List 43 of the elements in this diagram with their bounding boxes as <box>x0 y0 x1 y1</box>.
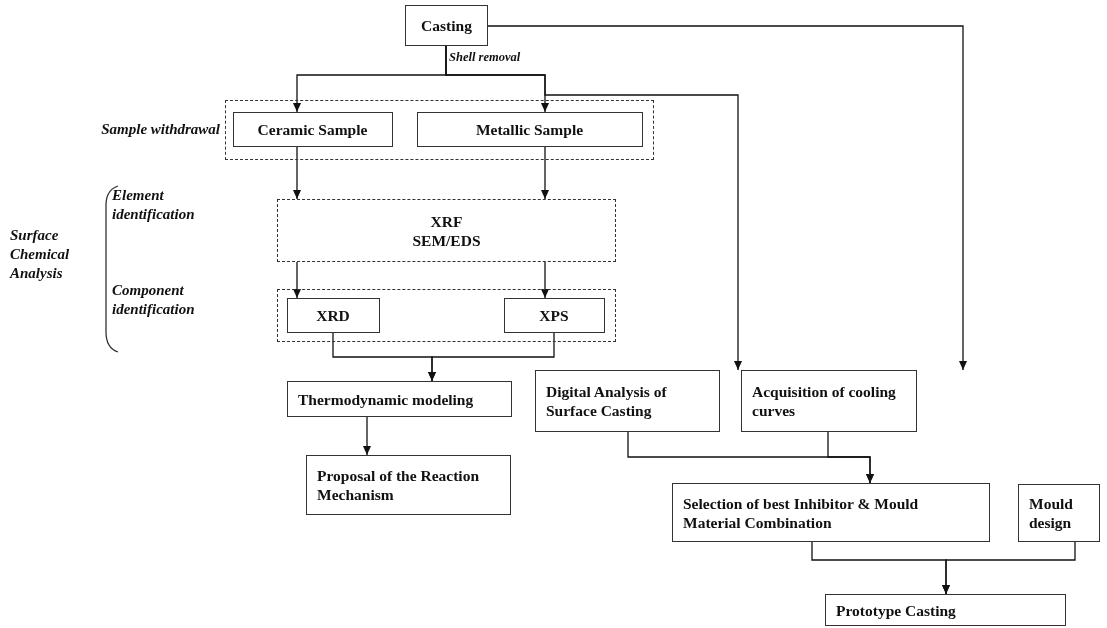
process-box <box>535 370 720 432</box>
process-box <box>741 370 917 432</box>
process-box <box>1018 484 1100 542</box>
node-label: XPS <box>539 305 569 325</box>
arrow <box>363 416 371 456</box>
node-label: Metallic Sample <box>475 119 584 139</box>
node-label: Acquisition of cooling curves <box>752 382 897 420</box>
arrow <box>293 146 301 200</box>
node-label: XRF <box>430 211 463 231</box>
arrow <box>827 431 874 484</box>
group-box <box>277 289 616 342</box>
process-box <box>405 5 488 46</box>
process-box <box>287 381 512 417</box>
group-box <box>277 199 616 262</box>
arrow <box>541 146 549 200</box>
annotation-label: Surface Chemical Analysis <box>10 226 71 283</box>
node-label: Selection of best Inhibitor & Mould Material Combination <box>683 493 920 532</box>
process-box <box>232 111 393 147</box>
annotation-label: Element identification <box>112 186 196 224</box>
node-label: XRD <box>316 305 350 325</box>
process-box <box>286 297 380 333</box>
arrow <box>293 261 301 299</box>
node-label: Thermodynamic modeling <box>298 389 474 409</box>
process-box <box>306 455 511 515</box>
process-box <box>416 111 643 147</box>
arrow <box>541 261 549 299</box>
process-box <box>503 297 605 333</box>
arrow <box>428 332 555 382</box>
process-box <box>825 594 1066 626</box>
group-box <box>225 100 654 160</box>
process-box <box>672 483 990 542</box>
annotation-label: Component identification <box>112 281 196 319</box>
arrow <box>445 45 742 371</box>
node-label: Proposal of the Reaction Mechanism <box>317 466 481 504</box>
node-label: Casting <box>421 16 472 35</box>
annotation-label: Sample withdrawal <box>100 120 220 139</box>
node-label: Mould design <box>1029 494 1074 532</box>
node-label: SEM/EDS <box>412 230 481 250</box>
arrow <box>487 25 967 371</box>
node-label: Digital Analysis of Surface Casting <box>546 382 668 420</box>
node-label: Ceramic Sample <box>257 119 368 139</box>
node-label: Prototype Casting <box>836 600 956 620</box>
arrow <box>942 541 1076 595</box>
